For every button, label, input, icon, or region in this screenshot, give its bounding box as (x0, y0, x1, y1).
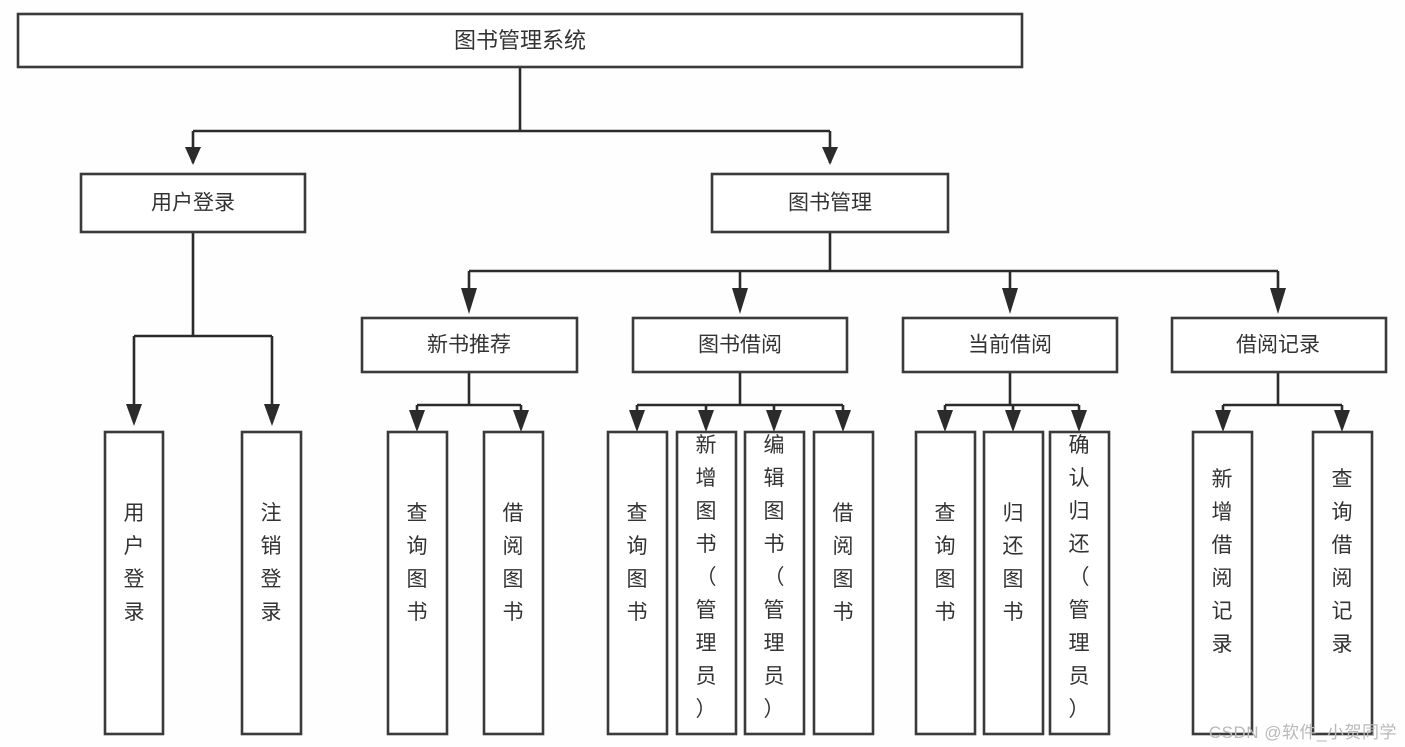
leaf-add-record-label: 新增借阅记录 (1212, 468, 1233, 656)
leaf-add-book-box[interactable] (675, 430, 738, 736)
node-borrow-record[interactable]: 借阅记录 (1170, 316, 1388, 374)
arrow-leaf-confirm-return (1071, 410, 1087, 432)
node-leaf-return-book[interactable]: 归还图书 (982, 430, 1045, 736)
leaf-nodes: 用户登录 注销登录 查询图书 借阅图书 查询图书 新增图书 (103, 430, 1374, 736)
current-borrow-label: 当前借阅 (968, 334, 1052, 357)
leaf-query-book-2-label: 查询图书 (627, 502, 648, 624)
node-leaf-user-login[interactable]: 用户登录 (103, 430, 165, 736)
node-book-borrow[interactable]: 图书借阅 (631, 316, 849, 374)
node-leaf-logout[interactable]: 注销登录 (240, 430, 303, 736)
leaf-query-book-1-label: 查询图书 (407, 502, 428, 624)
new-book-rec-box[interactable] (360, 316, 579, 374)
node-leaf-borrow-book-1[interactable]: 借阅图书 (482, 430, 545, 736)
node-leaf-query-book-2[interactable]: 查询图书 (606, 430, 669, 736)
node-user-login[interactable]: 用户登录 (79, 172, 307, 234)
arrow-leaf-return-book (1005, 410, 1021, 432)
leaf-logout-box[interactable] (240, 430, 303, 736)
book-manage-box[interactable] (710, 172, 950, 234)
leaf-return-book-label: 归还图书 (1003, 502, 1024, 624)
node-leaf-add-book[interactable]: 新增图书（管理员） (675, 430, 738, 736)
book-borrow-box[interactable] (631, 316, 849, 374)
borrow-record-label: 借阅记录 (1236, 334, 1320, 357)
leaf-query-record-label: 查询借阅记录 (1332, 468, 1353, 656)
book-manage-label: 图书管理 (788, 192, 872, 215)
arrow-leaf-logout (264, 404, 280, 426)
node-root[interactable]: 图书管理系统 (16, 12, 1024, 69)
new-book-rec-label: 新书推荐 (427, 334, 511, 357)
leaf-add-record-box[interactable] (1191, 430, 1254, 736)
borrow-record-box[interactable] (1170, 316, 1388, 374)
leaf-query-book-2-box[interactable] (606, 430, 669, 736)
root-box[interactable] (16, 12, 1024, 69)
leaf-query-book-3-box[interactable] (914, 430, 977, 736)
leaf-confirm-return-box[interactable] (1048, 430, 1111, 736)
node-leaf-borrow-book-2[interactable]: 借阅图书 (812, 430, 875, 736)
leaf-query-book-3-label: 查询图书 (935, 502, 956, 624)
arrow-current-borrow (1002, 288, 1018, 314)
leaf-query-record-box[interactable] (1311, 430, 1374, 736)
arrow-leaf-edit-book (766, 410, 782, 432)
leaf-confirm-return-label: 确认归还（管理员） (1069, 434, 1090, 721)
leaf-borrow-book-1-box[interactable] (482, 430, 545, 736)
arrow-leaf-query-record (1334, 410, 1350, 432)
node-leaf-query-book-3[interactable]: 查询图书 (914, 430, 977, 736)
leaf-borrow-book-2-box[interactable] (812, 430, 875, 736)
node-book-manage[interactable]: 图书管理 (710, 172, 950, 234)
arrow-user-login (185, 147, 201, 165)
leaf-add-book-label: 新增图书（管理员） (696, 434, 717, 721)
leaf-edit-book-box[interactable] (743, 430, 806, 736)
arrow-leaf-add-book (698, 410, 714, 432)
arrow-new-book-rec (461, 288, 477, 314)
leaf-borrow-book-1-label: 借阅图书 (503, 502, 524, 624)
leaf-borrow-book-2-label: 借阅图书 (833, 502, 854, 624)
current-borrow-box[interactable] (901, 316, 1119, 374)
node-new-book-rec[interactable]: 新书推荐 (360, 316, 579, 374)
arrow-leaf-query-book-1 (409, 410, 425, 432)
user-login-label: 用户登录 (151, 192, 235, 215)
node-leaf-edit-book[interactable]: 编辑图书（管理员） (743, 430, 806, 736)
leaf-logout-label: 注销登录 (261, 502, 282, 624)
leaf-edit-book-label: 编辑图书（管理员） (764, 434, 785, 721)
arrow-book-manage (822, 147, 838, 165)
node-leaf-query-book-1[interactable]: 查询图书 (386, 430, 449, 736)
arrow-leaf-query-book-3 (937, 410, 953, 432)
arrow-leaf-borrow-book-1 (513, 410, 529, 432)
leaf-user-login-label: 用户登录 (124, 502, 145, 624)
root-label: 图书管理系统 (454, 28, 586, 53)
node-leaf-query-record[interactable]: 查询借阅记录 (1311, 430, 1374, 736)
arrow-book-borrow (732, 288, 748, 314)
leaf-user-login-box[interactable] (103, 430, 165, 736)
connectors (126, 67, 1350, 432)
arrow-borrow-record (1270, 288, 1286, 314)
arrow-leaf-user-login (126, 404, 142, 426)
node-current-borrow[interactable]: 当前借阅 (901, 316, 1119, 374)
user-login-box[interactable] (79, 172, 307, 234)
arrow-leaf-borrow-book-2 (835, 410, 851, 432)
arrow-leaf-add-record (1215, 410, 1231, 432)
book-borrow-label: 图书借阅 (698, 334, 782, 357)
node-leaf-confirm-return[interactable]: 确认归还（管理员） (1048, 430, 1111, 736)
leaf-return-book-box[interactable] (982, 430, 1045, 736)
node-leaf-add-record[interactable]: 新增借阅记录 (1191, 430, 1254, 736)
leaf-query-book-1-box[interactable] (386, 430, 449, 736)
arrow-leaf-query-book-2 (629, 410, 645, 432)
